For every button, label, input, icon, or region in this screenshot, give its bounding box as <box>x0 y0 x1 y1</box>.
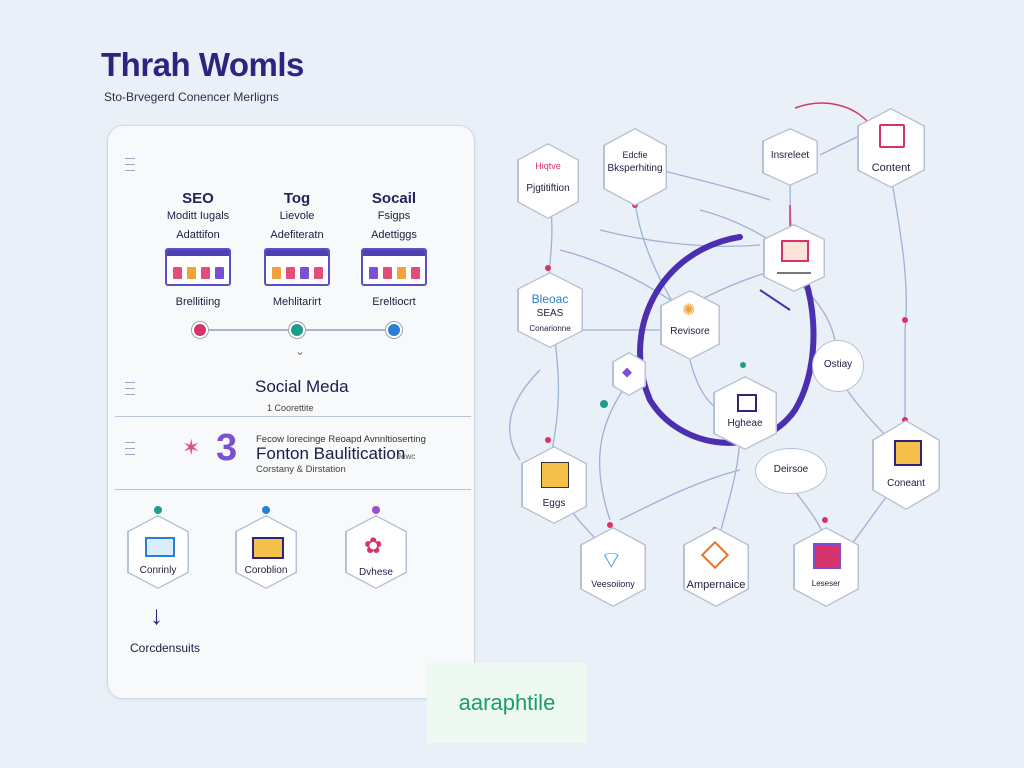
hex-node-coneant[interactable]: Coneant <box>872 420 940 510</box>
screen-icon <box>252 537 284 559</box>
tick-marks-low <box>125 442 135 460</box>
hex-node-eggs[interactable]: Eggs <box>521 446 587 524</box>
monitor-icon <box>145 537 175 557</box>
timeline-dot-seo <box>192 322 208 338</box>
node-label: Bksperhiting <box>607 163 663 174</box>
page-subtitle: Sto-Brvegerd Conencer Merligns <box>104 90 279 104</box>
funnel-small-text: Jewc <box>397 452 416 461</box>
hex-node-badge[interactable]: ◆ <box>612 352 646 396</box>
hex-node-leseser[interactable]: Leseser <box>793 527 859 607</box>
hex-node-coroblion[interactable]: Coroblion <box>235 515 297 589</box>
node-label: Leseser <box>811 579 841 588</box>
node-label: Coroblion <box>244 565 288 576</box>
funnel-title: Fonton Baulitication <box>256 444 406 463</box>
node-label: SEAS <box>536 308 564 319</box>
chart-icon: ✿ <box>364 533 383 558</box>
node-dot <box>372 506 380 514</box>
channel-footer: Brellitiing <box>175 296 221 308</box>
node-label: Dvhese <box>359 567 393 578</box>
channel-line: Adettiggs <box>371 229 417 241</box>
chevron-down-icon: ⌄ <box>295 344 306 358</box>
channel-line: Lievole <box>279 210 315 222</box>
badge-icon: ◆ <box>622 364 632 379</box>
node-label: Content <box>871 162 911 174</box>
divider <box>115 416 471 417</box>
conversion-label: Corcdensuits <box>130 641 201 655</box>
social-media-title: Social Meda <box>255 377 349 396</box>
node-label: Deirsoe <box>773 464 809 475</box>
channel-line: Fsigps <box>377 210 411 222</box>
person-icon: ✶ <box>182 435 201 460</box>
wifi-icon: ⌔ <box>600 547 623 574</box>
circle-node-ostiay[interactable]: Ostiay <box>812 340 864 392</box>
channel-line: Adattifon <box>176 229 220 241</box>
funnel-panel <box>107 125 475 699</box>
channel-column-tog: Tog Lievole Adefiteratn Mehlitarirt <box>242 190 352 308</box>
funnel-step-number: 3 <box>216 427 238 469</box>
star-icon: ✺ <box>682 302 696 319</box>
hex-node-revisore[interactable]: ✺ Revisore <box>660 290 720 360</box>
hex-node-monitor[interactable] <box>763 224 825 292</box>
node-dot <box>262 506 270 514</box>
funnel-top-text: Fecow Iorecinge Reoapd Avnnltioserting <box>256 434 426 445</box>
hex-node-dvhese[interactable]: ✿ Dvhese <box>345 515 407 589</box>
dashboard-thumbnail <box>165 248 231 286</box>
timeline-dot-socail <box>386 322 402 338</box>
social-media-subtitle: 1 Coorettite <box>267 403 314 413</box>
dashboard-thumbnail <box>361 248 427 286</box>
hex-node-conrinly[interactable]: Conrinly <box>127 515 189 589</box>
hex-node-pjgtitiftion[interactable]: Hiqtve Pjgtitiftion <box>517 143 579 219</box>
hex-node-bksperhiting[interactable]: Edcfie Bksperhiting <box>603 128 667 206</box>
channel-column-seo: SEO Moditt Iugals Adattifon Brellitiing <box>143 190 253 308</box>
watermark-logo: aaraphtile <box>427 663 587 743</box>
channel-column-socail: Socail Fsigps Adettiggs Ereltiocrt <box>339 190 449 308</box>
channel-heading: Socail <box>371 190 417 207</box>
caption-line <box>777 272 811 274</box>
hex-node-seas[interactable]: Bleoac SEAS Conarionne <box>517 272 583 348</box>
funnel-subtitle: Corstany & Dirstation <box>256 464 346 475</box>
node-label: Revisore <box>670 326 710 337</box>
circle-node-deirsoe[interactable]: Deirsoe <box>755 448 827 494</box>
tick-marks-mid <box>125 382 135 400</box>
node-tag: Bleoac <box>531 292 569 306</box>
node-tag: Edcfie <box>622 150 648 160</box>
page-title: Thrah Womls <box>101 46 304 83</box>
node-sublabel: Conarionne <box>529 324 571 333</box>
hex-node-hgheae[interactable]: Hgheae <box>713 376 777 450</box>
hex-node-insreleet[interactable]: Insreleet <box>762 128 818 186</box>
hex-node-ampernaice[interactable]: Ampernaice <box>683 527 749 607</box>
node-label: Eggs <box>542 498 566 509</box>
node-label: Insreleet <box>770 150 810 161</box>
channel-heading: SEO <box>182 190 214 207</box>
monitor-icon <box>781 240 809 262</box>
envelope-icon <box>541 462 569 488</box>
timeline-dot-tog <box>289 322 305 338</box>
tick-marks-top <box>125 158 135 176</box>
picture-icon <box>813 543 841 569</box>
dashboard-thumbnail <box>264 248 330 286</box>
easel-icon <box>894 440 922 466</box>
node-label: Veesoiiony <box>591 579 635 589</box>
channel-line: Adefiteratn <box>270 229 324 241</box>
channel-footer: Ereltiocrt <box>372 296 416 308</box>
node-label: Pjgtitiftion <box>526 183 570 194</box>
node-label: Coneant <box>887 478 925 489</box>
hex-node-veesoiiony[interactable]: ⌔ Veesoiiony <box>580 527 646 607</box>
node-label: Ostiay <box>823 359 853 370</box>
node-label: Ampernaice <box>686 579 746 591</box>
arrow-down-icon: ↓ <box>150 600 163 630</box>
channel-line: Moditt Iugals <box>166 210 230 222</box>
channel-heading: Tog <box>283 190 311 207</box>
node-label: Conrinly <box>139 565 177 576</box>
node-label: Hgheae <box>727 418 763 429</box>
divider <box>115 489 471 490</box>
flag-icon <box>879 124 905 148</box>
hex-node-content[interactable]: Content <box>857 108 925 188</box>
printer-icon <box>737 394 757 412</box>
node-dot <box>154 506 162 514</box>
node-tag: Hiqtve <box>535 161 561 171</box>
channel-footer: Mehlitarirt <box>272 296 322 308</box>
